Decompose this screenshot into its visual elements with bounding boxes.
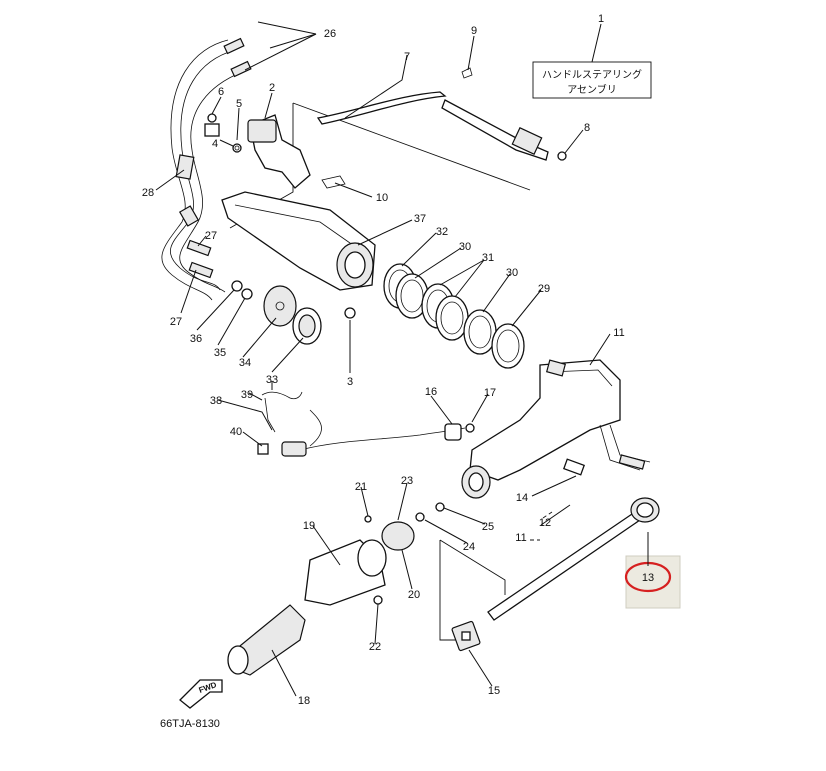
highlight-part-13	[624, 555, 681, 609]
callout-23: 23	[401, 475, 413, 487]
callout-30-upper: 30	[459, 241, 471, 253]
shift-rod-part-7	[316, 91, 447, 125]
dash-markers	[530, 511, 553, 541]
callout-39: 39	[241, 389, 253, 401]
callout-21: 21	[355, 481, 367, 493]
tiller-handle-part-11	[461, 359, 651, 499]
callout-27-lower: 27	[170, 316, 182, 328]
plate-part-10	[321, 175, 346, 189]
throttle-shift-cables	[161, 37, 252, 301]
callout-7: 7	[404, 51, 410, 63]
callout-5: 5	[236, 98, 242, 110]
callout-6: 6	[218, 86, 224, 98]
callout-40: 40	[230, 426, 242, 438]
callout-2: 2	[269, 82, 275, 94]
callout-28: 28	[142, 187, 154, 199]
callout-11-lower: 11	[515, 532, 526, 544]
callout-35: 35	[214, 347, 226, 359]
callout-25: 25	[482, 521, 494, 533]
callout-13: 13	[642, 572, 654, 584]
friction-parts-34-35-36	[231, 280, 322, 345]
title-line-1: ハンドルステアリング	[542, 68, 642, 81]
callout-26: 26	[324, 28, 336, 40]
tiller-bracket-housing	[221, 191, 376, 319]
diagram-code: 66TJA-8130	[160, 718, 220, 730]
callout-27-upper: 27	[205, 230, 217, 242]
callout-24: 24	[463, 541, 475, 553]
bolt-group-4-5-6	[204, 113, 242, 153]
callout-3: 3	[347, 376, 353, 388]
callout-34: 34	[239, 357, 251, 369]
callout-38: 38	[210, 395, 222, 407]
callout-10: 10	[376, 192, 388, 204]
fwd-arrow: FWD	[179, 679, 223, 709]
throttle-shaft-part-13	[487, 497, 660, 621]
callout-15: 15	[488, 685, 500, 697]
callout-16: 16	[425, 386, 437, 398]
shift-shaft-assembly	[441, 67, 567, 161]
callout-9: 9	[471, 25, 477, 37]
callout-4: 4	[212, 138, 218, 150]
callout-11-upper: 11	[613, 327, 624, 339]
callout-32: 32	[436, 226, 448, 238]
callout-17: 17	[484, 387, 496, 399]
callout-14: 14	[516, 492, 528, 504]
callout-30-lower: 30	[506, 267, 518, 279]
callout-1: 1	[598, 13, 604, 25]
callout-labels: 1 2 3 4 5 6 7 8 9 10 11 11 12 14 15 16 1…	[142, 13, 654, 707]
callout-29: 29	[538, 283, 550, 295]
callout-37: 37	[414, 213, 426, 225]
callout-20: 20	[408, 589, 420, 601]
title-line-2: アセンブリ	[567, 83, 617, 96]
shift-bracket-part-2	[247, 114, 311, 189]
callout-8: 8	[584, 122, 590, 134]
leader-lines	[155, 21, 649, 697]
callout-36: 36	[190, 333, 202, 345]
title-box: ハンドルステアリング アセンブリ	[532, 23, 652, 99]
throttle-grip-assembly	[227, 502, 445, 676]
callout-31: 31	[482, 252, 494, 264]
callout-22: 22	[369, 641, 381, 653]
callout-33: 33	[266, 374, 278, 386]
bracket-part-15	[451, 620, 481, 652]
washer-ring-stack	[383, 263, 525, 369]
stop-switch-assembly	[257, 391, 475, 457]
callout-12: 12	[539, 517, 551, 529]
callout-18: 18	[298, 695, 310, 707]
callout-19: 19	[303, 520, 315, 532]
